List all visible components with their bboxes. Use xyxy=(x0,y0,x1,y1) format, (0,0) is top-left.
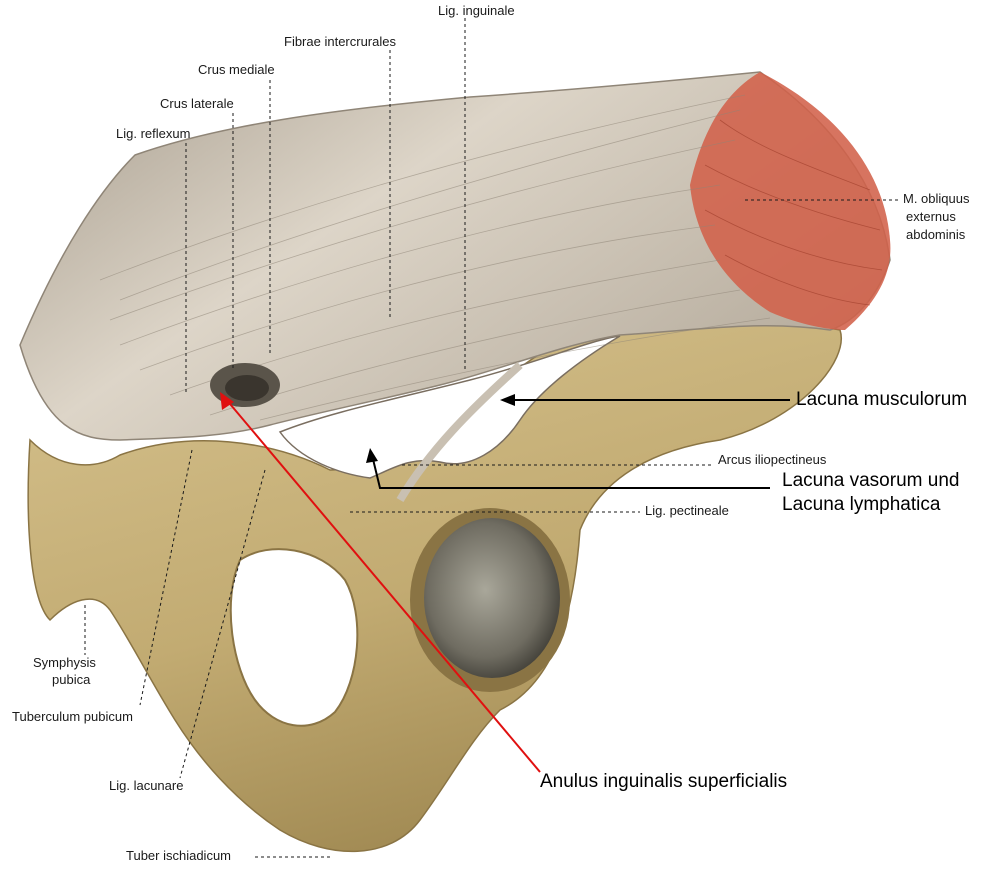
label-anulus-inguinalis: Anulus inguinalis superficialis xyxy=(540,771,788,792)
label-crus-laterale: Crus laterale xyxy=(160,96,234,111)
acetabulum-fossa xyxy=(424,518,560,678)
lacuna-gap xyxy=(278,335,621,479)
label-lig-lacunare: Lig. lacunare xyxy=(109,778,184,793)
muscle-striations xyxy=(704,119,883,306)
label-lig-reflexum: Lig. reflexum xyxy=(116,126,191,141)
label-arcus-iliopectineus: Arcus iliopectineus xyxy=(718,452,827,467)
label-lig-pectineale: Lig. pectineale xyxy=(645,503,729,518)
label-tuber-ischiadicum: Tuber ischiadicum xyxy=(126,848,232,863)
label-lacuna-vasorum-1: Lacuna vasorum und xyxy=(782,470,960,491)
label-symphysis-2: pubica xyxy=(52,672,91,687)
arcus-band xyxy=(396,362,523,503)
label-crus-mediale: Crus mediale xyxy=(198,62,275,77)
label-lacuna-vasorum-2: Lacuna lymphatica xyxy=(782,494,941,515)
label-symphysis-1: Symphysis xyxy=(33,655,96,670)
label-fibrae-intercrurales: Fibrae intercrurales xyxy=(284,34,396,49)
fibre-striations xyxy=(99,94,771,421)
label-lig-inguinale: Lig. inguinale xyxy=(438,3,515,18)
label-lacuna-musculorum: Lacuna musculorum xyxy=(796,389,968,410)
anulus-opening xyxy=(225,375,269,401)
label-m-obliquus-1: M. obliquus xyxy=(903,191,970,206)
label-m-obliquus-2: externus xyxy=(906,209,956,224)
label-tuberculum-pubicum: Tuberculum pubicum xyxy=(12,709,133,724)
obturator-foramen xyxy=(229,548,359,727)
label-m-obliquus-3: abdominis xyxy=(906,227,966,242)
external-oblique-muscle xyxy=(690,72,891,330)
